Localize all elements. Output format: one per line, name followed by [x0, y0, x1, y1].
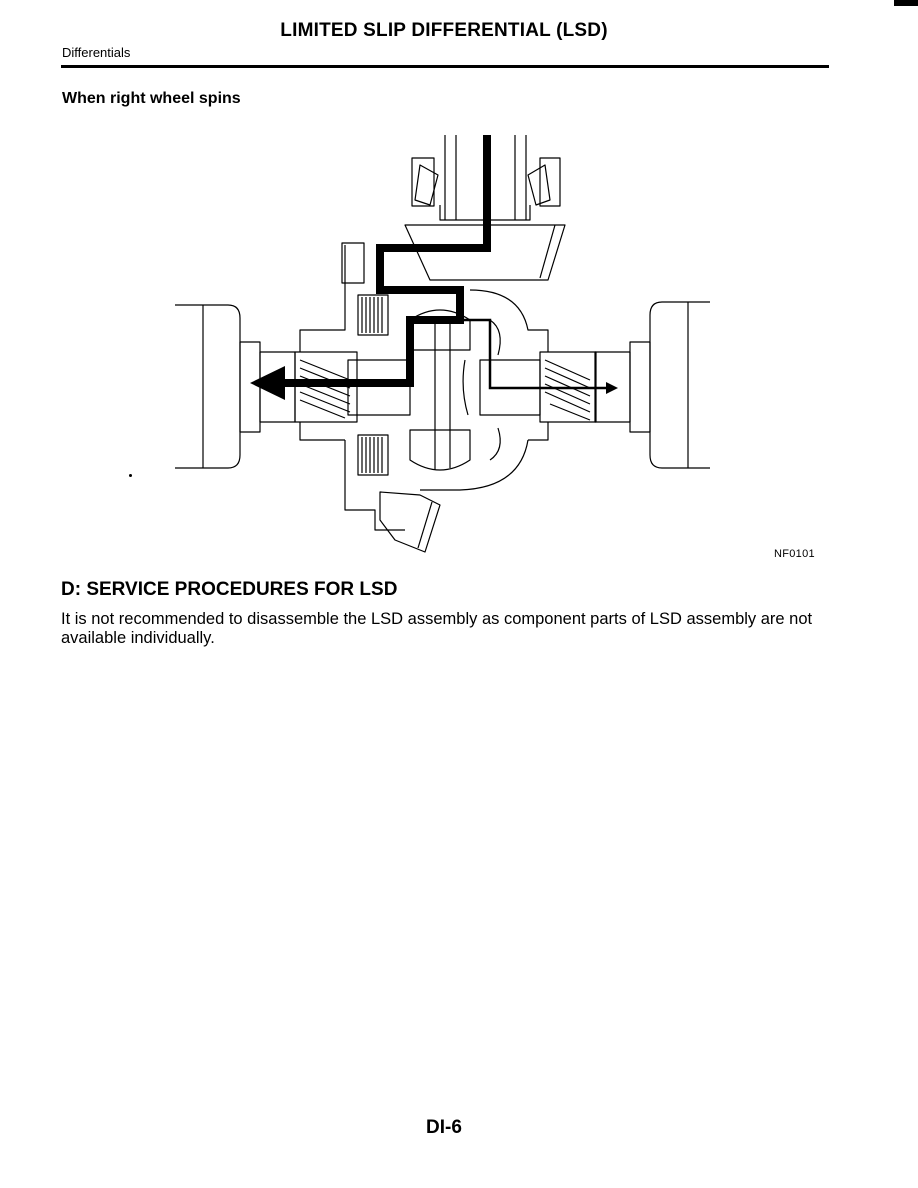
left-wheel [175, 304, 296, 469]
scan-speck [129, 474, 132, 477]
clutch-pack-upper [357, 294, 389, 336]
section-label: Differentials [62, 45, 131, 60]
header-divider [61, 65, 829, 68]
section-body-text: It is not recommended to disassemble the… [61, 610, 813, 647]
figure-caption: When right wheel spins [62, 90, 241, 107]
light-torque-path [415, 318, 608, 390]
page-number: DI-6 [426, 1117, 462, 1138]
figure-code: NF0101 [774, 548, 815, 560]
light-torque-arrow [606, 382, 618, 394]
heavy-torque-path [285, 135, 491, 387]
clutch-pack-lower [357, 434, 389, 476]
scan-corner-mark [894, 0, 918, 6]
lsd-torque-flow-diagram [175, 135, 710, 553]
right-wheel [594, 301, 710, 469]
page-title: LIMITED SLIP DIFFERENTIAL (LSD) [280, 20, 608, 41]
section-heading: D: SERVICE PROCEDURES FOR LSD [61, 579, 398, 600]
differential-case [299, 242, 549, 531]
ring-gear [379, 224, 566, 553]
heavy-torque-arrow [250, 366, 285, 400]
side-gears [347, 309, 541, 471]
